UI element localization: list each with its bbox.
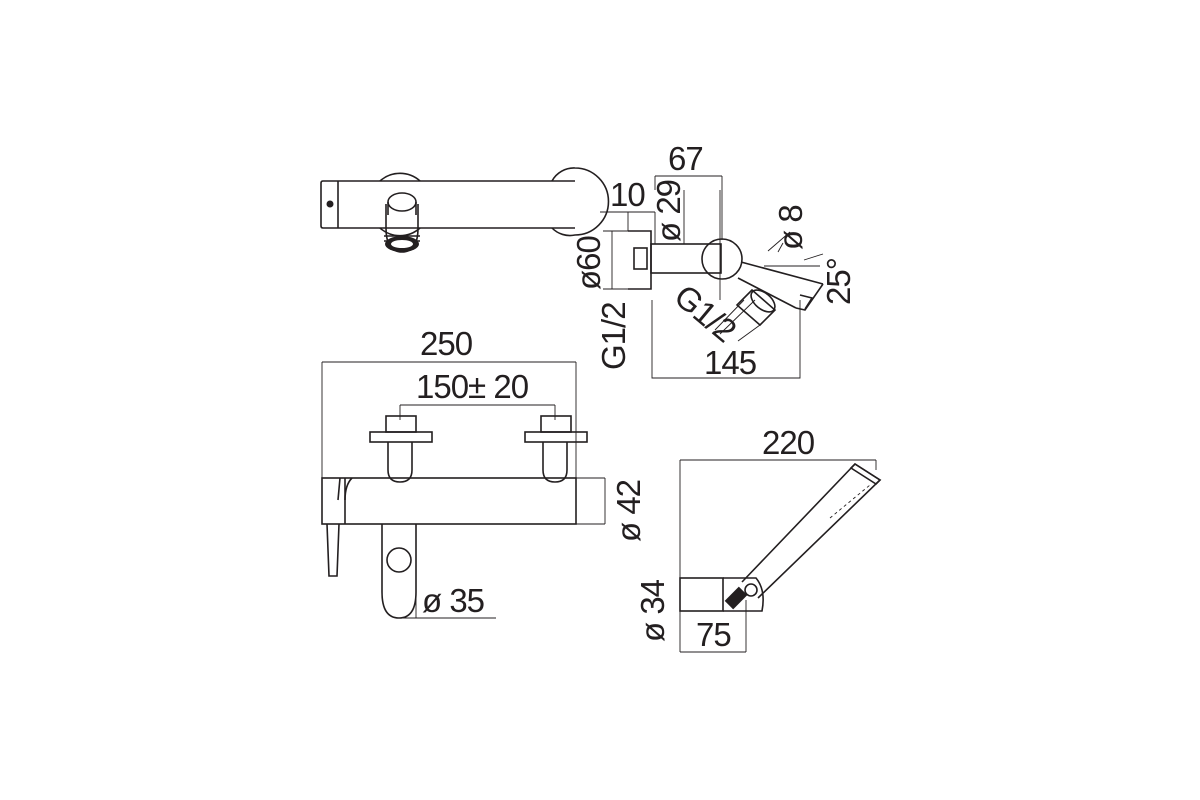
side-view xyxy=(600,175,824,379)
top-view xyxy=(320,167,610,253)
dimension-labels: 67 10 ø 29 ø 8 ø60 25° G1/2 G1/2 145 250… xyxy=(416,140,857,653)
dim-220: 220 xyxy=(762,424,815,461)
front-view xyxy=(321,361,606,619)
dim-g12-wall: G1/2 xyxy=(595,302,632,370)
dim-145: 145 xyxy=(704,344,756,381)
dim-25-deg: 25° xyxy=(820,258,857,305)
hand-shower-view xyxy=(679,459,882,653)
dim-250: 250 xyxy=(420,325,473,362)
dim-10: 10 xyxy=(610,176,645,213)
dim-42: ø 42 xyxy=(610,480,647,542)
dim-67: 67 xyxy=(668,140,703,177)
dim-150: 150± 20 xyxy=(416,368,529,405)
dim-60: ø60 xyxy=(570,235,607,290)
dim-g12-spout: G1/2 xyxy=(668,277,744,349)
dim-8: ø 8 xyxy=(772,205,809,250)
dim-34: ø 34 xyxy=(634,579,671,642)
dim-35: ø 35 xyxy=(422,582,484,619)
dim-29: ø 29 xyxy=(650,180,687,242)
dim-75: 75 xyxy=(696,616,731,653)
